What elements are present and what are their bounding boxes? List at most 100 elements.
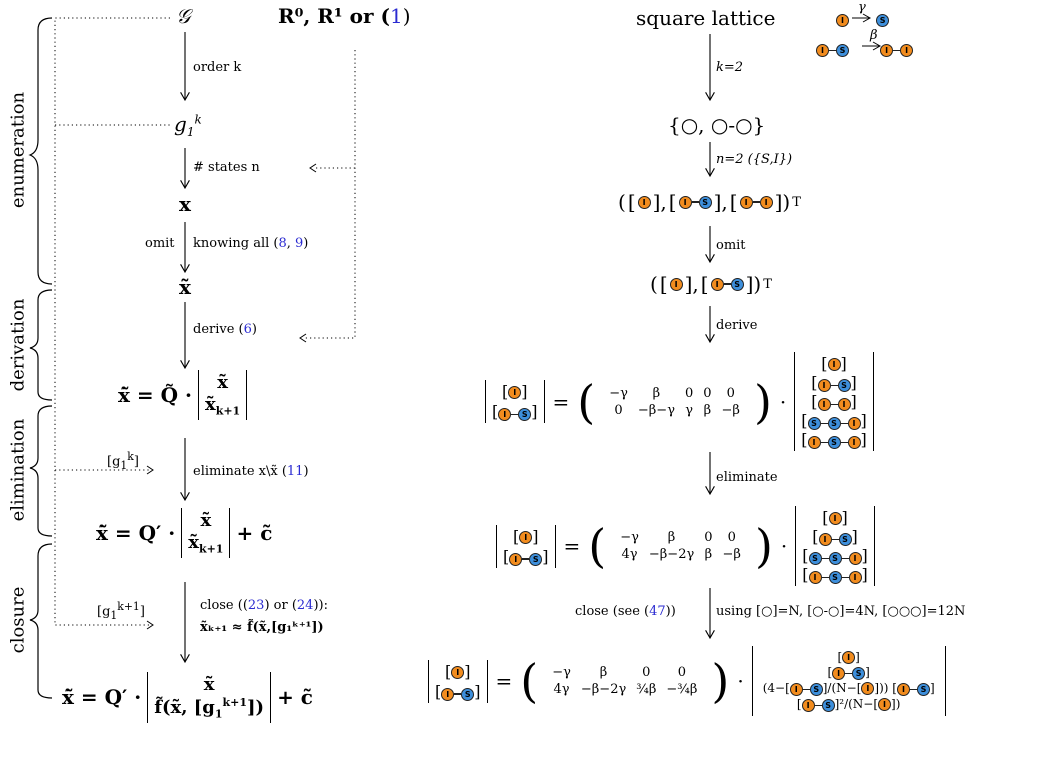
label-order-k: order k [193, 60, 242, 75]
mat1-cell: 0 [684, 385, 694, 401]
g1k-bracket-label: [g1k] [107, 450, 139, 472]
ref-23: 23 [247, 598, 265, 613]
infected-node-icon: I [836, 14, 849, 27]
mat1-cell: 0 [703, 385, 712, 401]
eq2-vector: x̃ x̃k+1 [181, 508, 231, 558]
label-approx: x̃ₖ₊₁ ≈ f̃(x̃,[g₁ᵏ⁺¹]) [200, 620, 324, 635]
label-eliminate: eliminate x\x̃ (11) [193, 464, 309, 479]
ref-11: 11 [286, 464, 304, 479]
gamma-label: γ [858, 0, 866, 15]
close-end: )): [313, 598, 328, 613]
mat3-cell: 4γ [553, 682, 570, 697]
eq3-c: + c̃ [277, 685, 313, 710]
label-omit: omit [145, 236, 175, 251]
mat3-cell: 0 [677, 665, 686, 680]
gk-label-text: [g [107, 454, 121, 470]
closure-expr: (4− [762, 681, 786, 695]
or-text: ) or ( [264, 598, 297, 613]
equation-eliminated: ẋ̃ = Q′ · x̃ x̃k+1 + c̃ [96, 508, 272, 558]
input-text: R⁰, R¹ or ( [278, 4, 390, 28]
mat3-cell: −γ [552, 665, 571, 680]
mat1-cell: −β−γ [637, 402, 675, 418]
phase-enumeration: enumeration [7, 91, 29, 209]
close-see-end: )) [665, 604, 676, 619]
mat3-row: 4γ −β−2γ ¾β −¾β [548, 682, 701, 697]
eq2-lhs: ẋ̃ = Q′ · [96, 520, 176, 545]
x-tilde-vector: x̃ [179, 275, 191, 299]
mat3-cell: β [599, 665, 608, 680]
mat2-cell: −γ [620, 530, 639, 545]
g1k-symbol: g1k [174, 112, 202, 139]
mat1-cell: 0 [726, 385, 735, 401]
mat3-cell: −¾β [666, 682, 698, 697]
susceptible-node-icon: S [876, 14, 890, 27]
mat2-cell: 4γ [621, 547, 638, 562]
mat2-cell: 0 [727, 530, 736, 545]
subgraph-set: {○, ○-○} [668, 113, 766, 137]
mat3-cell: 0 [642, 665, 651, 680]
x-vector: x [179, 192, 191, 216]
phase-elimination: elimination [7, 418, 29, 522]
phase-derivation: derivation [7, 298, 29, 392]
eq3-lhs: ẋ̃ = Q′ · [62, 685, 142, 710]
label-derive: derive (6) [193, 322, 257, 337]
equation-derived: ẋ̃ = Q̃ · x̃ x̃k+1 [118, 370, 248, 420]
label-close-right: close (see (47)) [575, 604, 676, 619]
label-k2: k=2 [716, 60, 744, 75]
mat2-cell: β [667, 530, 676, 545]
ref-8: 8 [278, 236, 287, 251]
mat2-cell: −β [722, 547, 741, 562]
eq3-vector: x̃ f̃(x̃, [g1k+1]) [147, 672, 272, 723]
close-text: close (( [200, 598, 248, 613]
phase-closure: closure [7, 586, 29, 654]
eq1-lhs: ẋ̃ = Q̃ · [118, 382, 192, 407]
label-eliminate-right: eliminate [716, 470, 778, 485]
eq2-c: + c̃ [236, 520, 273, 545]
g1k-text: g [174, 112, 187, 136]
mat1-cell: β [703, 402, 712, 418]
mat1-cell: −β [721, 402, 740, 418]
eq3-x: x̃ [203, 674, 215, 695]
label-using: using [○]=N, [○-○]=4N, [○○○]=12N [716, 604, 966, 619]
square-lattice-label: square lattice [636, 6, 776, 30]
mat1-cell: −γ [609, 385, 628, 401]
label-knowing: knowing all (8, 9) [193, 236, 309, 251]
eliminate-text: eliminate x\x̃ ( [193, 464, 287, 479]
mat3: −γ β 0 0 4γ −β−2γ ¾β −¾β [546, 663, 703, 699]
derive-text: derive ( [193, 322, 244, 337]
label-omit-right: omit [716, 238, 746, 253]
eq1-xk1: x̃k+1 [204, 394, 241, 418]
mat1-cell: 0 [614, 402, 623, 418]
beta-label: β [870, 28, 878, 43]
mat3-cell: ¾β [636, 682, 657, 697]
closure-N: N [852, 697, 864, 711]
mat3-cell: −β−2γ [580, 682, 627, 697]
phase-braces [28, 17, 53, 699]
ref-47: 47 [649, 604, 666, 619]
eq1-vector: x̃ x̃k+1 [197, 370, 248, 420]
closure-den: N−[ [836, 681, 862, 695]
equation-closed: ẋ̃ = Q′ · x̃ f̃(x̃, [g1k+1]) + c̃ [62, 672, 313, 723]
graph-symbol: 𝒢 [176, 4, 191, 28]
label-n2: n=2 ({S,I}) [716, 152, 793, 167]
mat1-cell: β [652, 385, 661, 401]
eq2-xk1: x̃k+1 [188, 532, 224, 556]
label-derive-right: derive [716, 318, 758, 333]
label-close: close ((23) or (24)): [200, 598, 328, 613]
